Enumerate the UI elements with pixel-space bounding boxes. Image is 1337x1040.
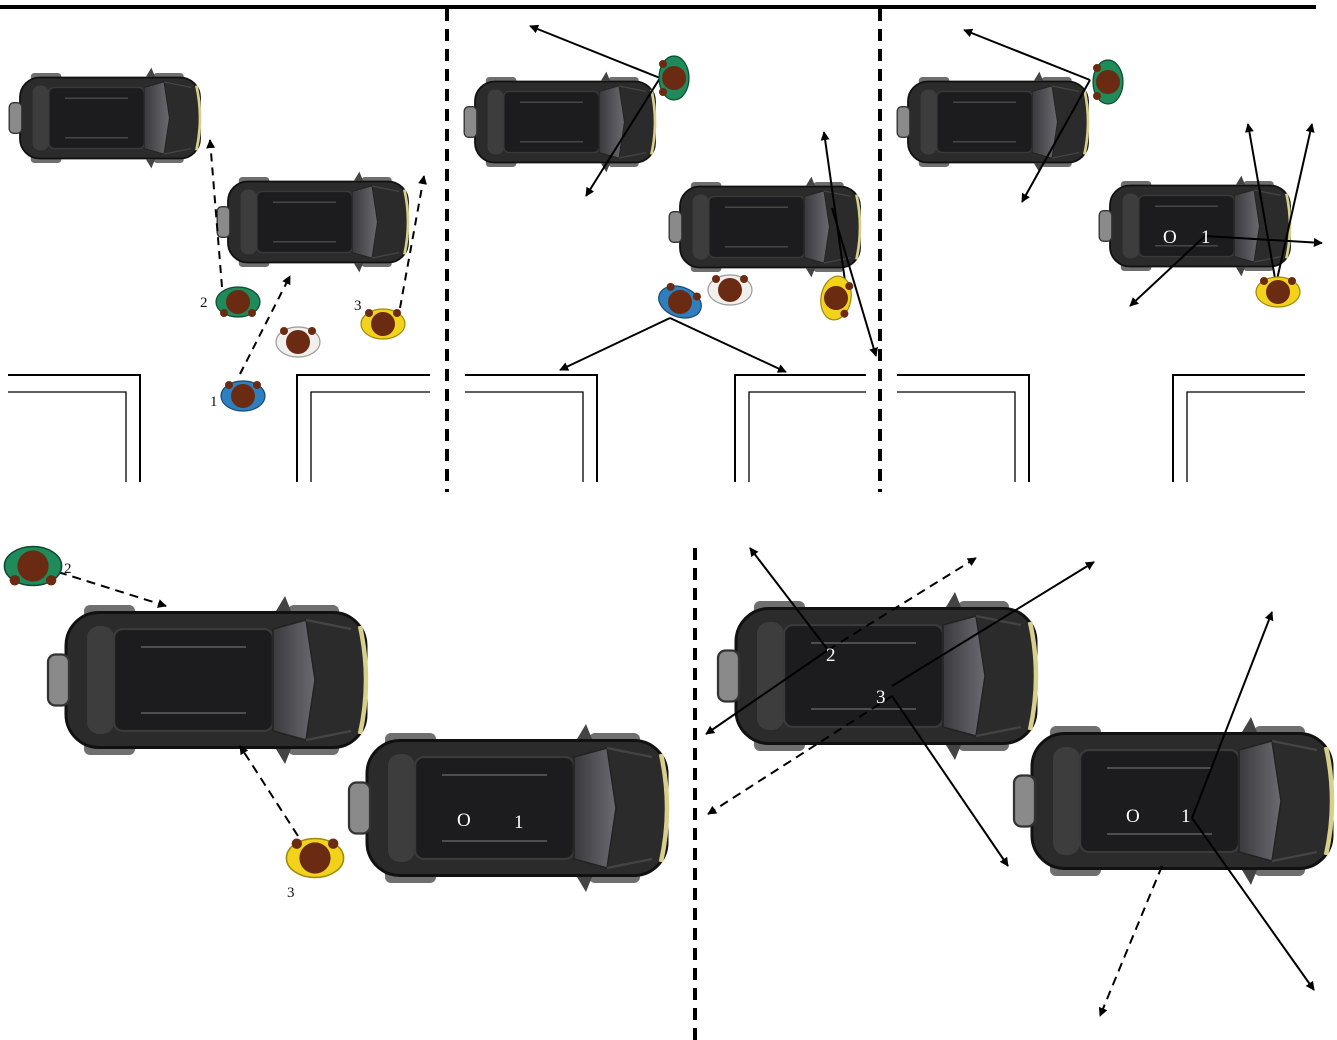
path-arrow-dashed — [1098, 865, 1163, 1017]
path-arrow-solid — [749, 547, 829, 651]
pedestrian-label-2: 2 — [200, 295, 208, 311]
car-label-2: 2 — [826, 645, 836, 666]
ego-car — [349, 724, 667, 892]
path-arrow-dashed — [239, 745, 299, 837]
parked-car — [215, 170, 410, 274]
curb-right — [734, 374, 866, 482]
curb-left — [465, 374, 598, 482]
path-arrow-solid — [820, 131, 847, 289]
curb-right — [1172, 374, 1305, 482]
path-arrow-dashed — [707, 695, 893, 815]
pedestrian-blue — [653, 279, 707, 325]
ego-car — [1097, 174, 1292, 278]
path-arrow-solid — [891, 561, 1095, 687]
pedestrian-label-3: 3 — [354, 298, 362, 314]
path-arrow-solid — [1021, 79, 1091, 203]
path-arrow-solid — [831, 207, 879, 357]
parked-car — [718, 592, 1036, 760]
path-arrow-solid — [585, 77, 661, 197]
path-arrow-solid — [1191, 817, 1315, 991]
pedestrian-blue — [220, 380, 266, 412]
ego-car — [1014, 717, 1332, 885]
pedestrian-green — [1092, 59, 1124, 105]
panel-3: O 1 — [895, 28, 1323, 482]
pedestrian-white — [707, 274, 753, 306]
path-arrow-solid — [1129, 235, 1206, 307]
pedestrian-label-1: 1 — [210, 394, 218, 410]
path-arrow-solid — [669, 317, 787, 373]
panel-1: 2 3 1 — [7, 66, 430, 482]
car-label-o: O — [457, 810, 471, 831]
car-label-o: O — [1163, 227, 1177, 248]
parked-car — [7, 66, 202, 170]
panel-2 — [462, 24, 879, 482]
pedestrian-green — [658, 55, 690, 101]
car-label-1: 1 — [1201, 227, 1211, 248]
pedestrian-label-3: 3 — [287, 885, 295, 901]
car-label-1: 1 — [1181, 806, 1191, 827]
path-arrow-solid — [891, 695, 1009, 867]
path-arrow-dashed — [57, 571, 167, 608]
path-arrow-solid — [529, 24, 661, 79]
pedestrian-yellow — [360, 308, 406, 340]
path-arrow-solid — [559, 317, 671, 371]
path-arrow-solid — [963, 28, 1091, 81]
path-arrow-solid — [705, 649, 829, 735]
panel-4: 2 3 O 1 — [3, 545, 667, 901]
pedestrian-green — [3, 545, 63, 587]
path-arrow-solid — [1191, 611, 1274, 819]
parked-car — [462, 70, 657, 174]
path-arrow-solid — [1204, 235, 1323, 248]
parked-car — [667, 175, 862, 279]
parked-car — [895, 70, 1090, 174]
panel-5: 2 3 O 1 — [705, 547, 1332, 1017]
path-arrow-dashed — [206, 139, 223, 288]
pedestrian-label-2: 2 — [64, 561, 72, 577]
car-label-3: 3 — [876, 687, 886, 708]
curb-left — [897, 374, 1030, 482]
car-label-o: O — [1126, 806, 1140, 827]
pedestrian-yellow — [816, 273, 856, 323]
pedestrian-yellow — [1255, 276, 1301, 308]
path-arrow-solid — [1244, 123, 1277, 285]
pedestrian-yellow — [285, 837, 345, 879]
car-label-1: 1 — [514, 812, 524, 833]
curb-right — [296, 374, 430, 482]
curb-left — [8, 374, 141, 482]
pedestrian-white — [275, 326, 321, 358]
parked-car — [48, 596, 366, 764]
path-arrow-dashed — [239, 275, 291, 375]
path-arrow-solid — [1275, 123, 1315, 285]
pedestrian-green — [215, 286, 261, 318]
